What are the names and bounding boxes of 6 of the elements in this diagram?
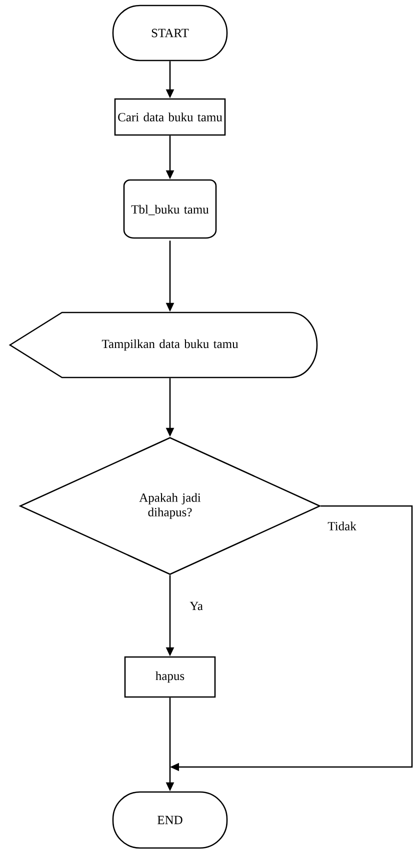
start-terminal: START — [112, 4, 228, 62]
process-box: hapus — [124, 656, 216, 698]
process-box: Cari data buku tamu — [114, 98, 226, 136]
edge-label: Tidak — [326, 520, 358, 532]
edge-label: Ya — [188, 600, 204, 612]
end-terminal: END — [112, 791, 228, 849]
